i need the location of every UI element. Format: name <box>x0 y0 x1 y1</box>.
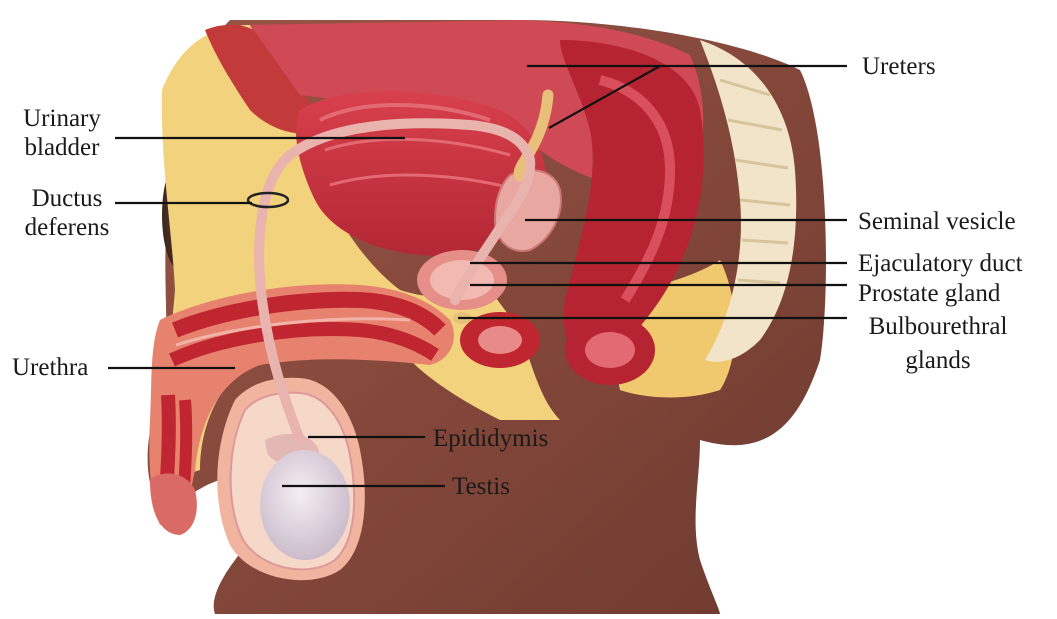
label-urinary-bladder: Urinary bladder <box>14 104 110 162</box>
label-urethra: Urethra <box>12 353 88 382</box>
testis-structure <box>260 450 350 560</box>
label-bulbourethral-line2: glands <box>852 346 1024 375</box>
label-prostate-gland: Prostate gland <box>858 279 1000 308</box>
label-urinary-bladder-line2: bladder <box>14 133 110 162</box>
label-testis: Testis <box>452 472 510 501</box>
label-ductus-deferens-line2: deferens <box>20 213 114 242</box>
label-bulbourethral-line1: Bulbourethral <box>852 312 1024 341</box>
label-ejaculatory-duct: Ejaculatory duct <box>858 249 1023 278</box>
label-ductus-deferens-line1: Ductus <box>20 184 114 213</box>
glans <box>150 473 197 535</box>
label-urinary-bladder-line1: Urinary <box>14 104 110 133</box>
label-bulbourethral-glands: Bulbourethral glands <box>852 312 1024 375</box>
label-ductus-deferens: Ductus deferens <box>20 184 114 242</box>
label-ureters: Ureters <box>862 52 936 81</box>
label-seminal-vesicle: Seminal vesicle <box>858 207 1016 236</box>
label-epididymis: Epididymis <box>433 424 548 453</box>
